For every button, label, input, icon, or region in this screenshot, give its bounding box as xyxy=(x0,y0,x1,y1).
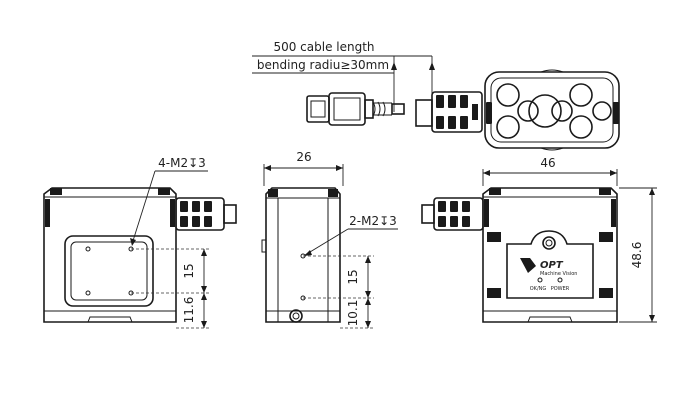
cable-length-label: 500 cable length xyxy=(273,40,374,54)
side-connector-icon xyxy=(289,309,303,323)
side-width-label: 26 xyxy=(296,150,311,164)
camera-lens-icon xyxy=(496,83,612,139)
front-holes-label: 4-M2↧3 xyxy=(158,156,206,170)
front-window xyxy=(64,235,154,307)
front-dim-15: 15 xyxy=(182,263,196,278)
front-dim-11-6: 11.6 xyxy=(182,297,196,324)
side-holes-label: 2-M2↧3 xyxy=(349,214,397,228)
logo-text: OPT xyxy=(540,260,564,271)
rear-lens-icon xyxy=(542,236,556,250)
front-view: 4-M2↧3 xyxy=(43,156,237,329)
rear-body-outline xyxy=(482,187,618,323)
side-dim-15: 15 xyxy=(346,269,360,284)
led-power-label: POWER xyxy=(551,286,570,292)
cable-gland xyxy=(431,91,483,133)
front-body-outline xyxy=(43,187,177,323)
led-indicator-icon xyxy=(537,277,543,283)
rear-label-plate: OPT Machine Vision OK/NG POWER xyxy=(506,230,594,299)
rear-view: 46 xyxy=(421,156,657,323)
led-ok-ng-label: OK/NG xyxy=(530,286,547,292)
top-view: 500 cable length bending radiu≥30mm xyxy=(252,40,620,151)
bending-radius-label: bending radiu≥30mm xyxy=(257,58,389,72)
side-dim-10-1: 10.1 xyxy=(346,300,360,327)
usb-connector-icon xyxy=(306,92,405,126)
logo-subtext: Machine Vision xyxy=(540,271,577,277)
opt-logo-icon: OPT Machine Vision xyxy=(520,258,577,277)
side-body-outline xyxy=(265,187,341,323)
side-view: 26 2-M2↧3 15 10.1 xyxy=(261,150,398,329)
rear-width-label: 46 xyxy=(540,156,555,170)
rear-cable-gland xyxy=(421,197,484,231)
rear-height-label: 48.6 xyxy=(630,242,644,269)
front-cable-gland xyxy=(175,197,237,231)
